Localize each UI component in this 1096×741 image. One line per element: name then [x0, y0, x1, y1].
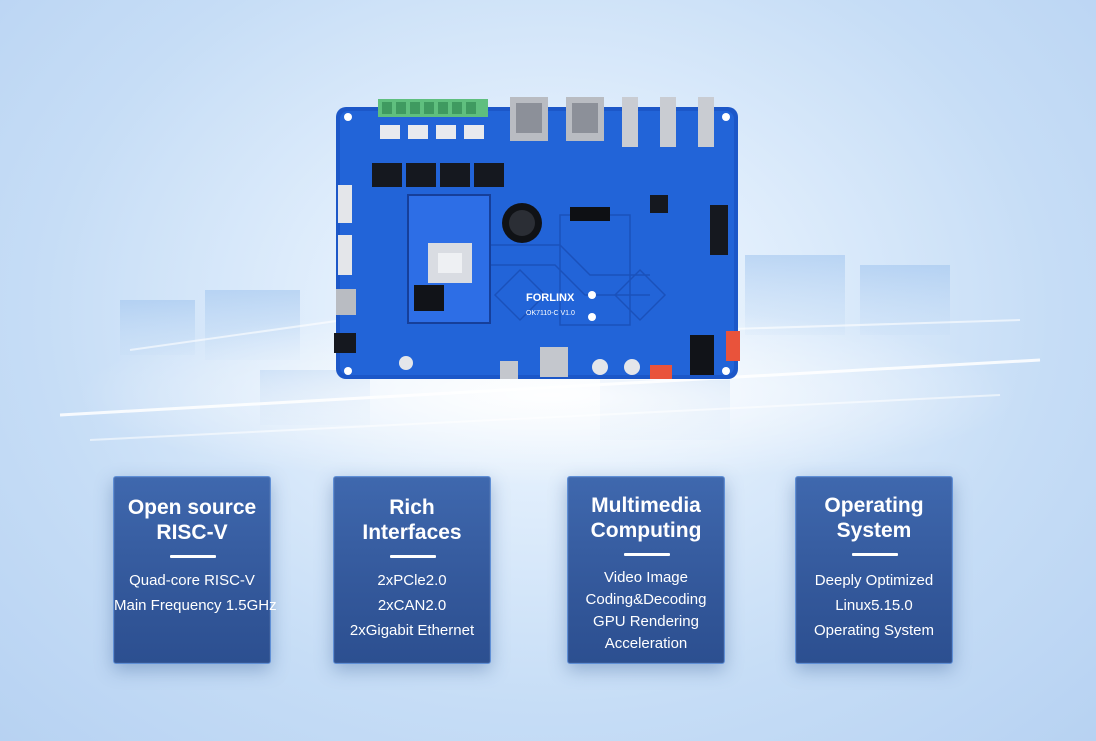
card-body-line: Operating System: [813, 622, 935, 639]
pcb-illustration: FORLINX OK7110-C V1.0: [334, 97, 740, 379]
card-title: Open source RISC-V: [114, 495, 270, 545]
card-title-line: System: [836, 519, 912, 542]
card-body: Quad-core RISC-V Main Frequency 1.5GHz: [114, 568, 277, 618]
card-title-line: Open source: [127, 496, 257, 519]
card-body-line: Video Image: [604, 569, 688, 586]
card-body-line: Coding&Decoding: [585, 591, 707, 608]
card-title: Operating System: [796, 493, 952, 543]
board-model-silkscreen: OK7110-C V1.0: [526, 310, 575, 317]
card-title: Multimedia Computing: [568, 493, 724, 543]
card-title-line: Computing: [590, 519, 702, 542]
card-body-line: 2xCAN2.0: [377, 597, 447, 614]
card-body-line: 2xGigabit Ethernet: [349, 622, 475, 639]
card-title-line: Interfaces: [362, 521, 462, 544]
card-body-line: Main Frequency 1.5GHz: [114, 597, 277, 614]
card-body: Deeply Optimized Linux5.15.0 Operating S…: [796, 568, 952, 643]
card-body-line: Deeply Optimized: [814, 572, 934, 589]
card-divider: [170, 555, 216, 558]
card-divider: [624, 553, 670, 556]
card-title-line: Operating: [824, 494, 924, 517]
card-body: 2xPCle2.0 2xCAN2.0 2xGigabit Ethernet: [334, 568, 490, 643]
card-body-line: Quad-core RISC-V: [129, 572, 255, 589]
feature-card-risc-v: Open source RISC-V Quad-core RISC-V Main…: [113, 476, 277, 664]
dev-board-image: FORLINX OK7110-C V1.0: [330, 95, 742, 385]
card-title: Rich Interfaces: [334, 495, 490, 545]
feature-card-interfaces: Rich Interfaces 2xPCle2.0 2xCAN2.0 2xGig…: [333, 476, 491, 664]
card-body-line: Acceleration: [604, 635, 688, 652]
card-title-line: Rich: [389, 496, 435, 519]
board-brand-silkscreen: FORLINX: [526, 292, 575, 304]
card-body-line: GPU Rendering: [593, 613, 699, 630]
feature-card-os: Operating System Deeply Optimized Linux5…: [795, 476, 953, 664]
card-body-line: Linux5.15.0: [835, 597, 913, 614]
card-body: Video Image Coding&Decoding GPU Renderin…: [568, 567, 724, 655]
card-title-line: RISC-V: [156, 521, 228, 544]
card-divider: [390, 555, 436, 558]
card-title-line: Multimedia: [591, 494, 701, 517]
card-divider: [852, 553, 898, 556]
card-body-line: 2xPCle2.0: [377, 572, 447, 589]
feature-card-multimedia: Multimedia Computing Video Image Coding&…: [567, 476, 725, 664]
